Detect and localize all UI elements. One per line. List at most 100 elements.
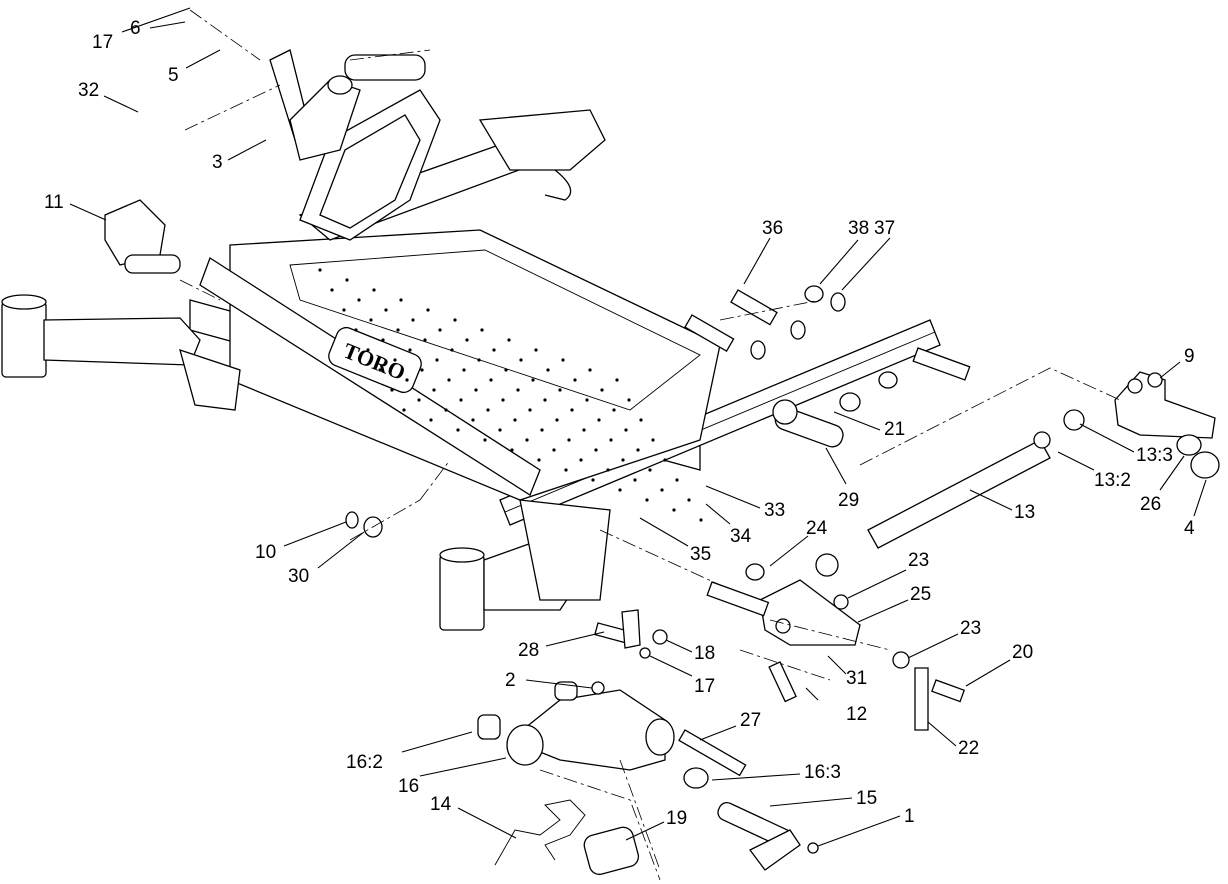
deck-hole <box>477 358 481 362</box>
deck-hole <box>519 358 523 362</box>
deck-hole <box>528 408 532 412</box>
callout-1: 1 <box>817 806 915 847</box>
deck-hole <box>660 488 664 492</box>
svg-text:36: 36 <box>762 218 783 239</box>
deck-hole <box>345 278 349 282</box>
deck-hole <box>444 408 448 412</box>
deck-hole <box>411 318 415 322</box>
spring-14 <box>494 799 640 876</box>
svg-text:14: 14 <box>430 794 452 815</box>
svg-text:30: 30 <box>288 566 309 587</box>
svg-text:35: 35 <box>690 544 711 565</box>
svg-text:34: 34 <box>730 526 752 547</box>
callout-labels: 17 6 5 32 3 11 36 38 37 9 21 13:3 13:2 2… <box>44 7 1207 847</box>
deck-hole <box>423 338 427 342</box>
svg-text:16:2: 16:2 <box>346 752 383 773</box>
deck-hole <box>420 368 424 372</box>
deck-hole <box>648 468 652 472</box>
svg-text:38: 38 <box>848 218 869 239</box>
callout-4: 4 <box>1184 479 1207 539</box>
deck-hole <box>501 398 505 402</box>
callout-13-2: 13:2 <box>1057 451 1131 491</box>
callout-5: 5 <box>168 49 221 86</box>
link-25-assembly <box>706 553 966 731</box>
deck-hole <box>618 488 622 492</box>
deck-hole <box>627 398 631 402</box>
deck-hole <box>489 378 493 382</box>
deck-hole <box>540 428 544 432</box>
deck-hole <box>390 388 394 392</box>
callout-18: 18 <box>665 639 715 664</box>
deck-hole <box>639 418 643 422</box>
deck-hole <box>636 448 640 452</box>
svg-text:32: 32 <box>78 80 99 101</box>
svg-text:1: 1 <box>904 806 915 827</box>
pin-15 <box>717 801 819 871</box>
deck-hole <box>405 378 409 382</box>
deck-hole <box>534 348 538 352</box>
deck-hole <box>417 398 421 402</box>
main-frame: TORO <box>1 109 941 631</box>
callout-14: 14 <box>430 794 517 839</box>
deck-hole <box>675 478 679 482</box>
pin-28-18 <box>594 609 668 659</box>
deck-hole <box>513 418 517 422</box>
svg-text:23: 23 <box>960 618 981 639</box>
deck-hole <box>609 438 613 442</box>
deck-hole <box>588 368 592 372</box>
deck-hole <box>357 298 361 302</box>
callout-38: 38 <box>819 218 869 285</box>
callout-3: 3 <box>212 139 267 173</box>
deck-hole <box>516 388 520 392</box>
callout-13-3: 13:3 <box>1079 423 1173 466</box>
deck-hole <box>432 388 436 392</box>
callout-29: 29 <box>825 447 859 511</box>
deck-hole <box>378 368 382 372</box>
callout-26: 26 <box>1140 455 1185 515</box>
deck-hole <box>561 358 565 362</box>
deck-hole <box>621 458 625 462</box>
callout-33: 33 <box>705 485 785 521</box>
callout-9: 9 <box>1159 346 1195 379</box>
deck-hole <box>486 408 490 412</box>
callout-24: 24 <box>769 518 828 567</box>
svg-text:21: 21 <box>884 419 905 440</box>
callout-25: 25 <box>857 584 931 623</box>
svg-text:10: 10 <box>255 542 276 563</box>
deck-hole <box>480 328 484 332</box>
svg-text:2: 2 <box>505 670 516 691</box>
callout-16-3: 16:3 <box>711 762 841 783</box>
deck-hole <box>687 498 691 502</box>
svg-text:28: 28 <box>518 640 539 661</box>
deck-hole <box>645 498 649 502</box>
deck-hole <box>591 478 595 482</box>
callout-31: 31 <box>827 655 867 689</box>
deck-hole <box>525 438 529 442</box>
callout-23a: 23 <box>847 550 929 599</box>
svg-text:16: 16 <box>398 776 419 797</box>
callout-22: 22 <box>927 721 979 759</box>
deck-hole <box>465 338 469 342</box>
deck-hole <box>585 398 589 402</box>
svg-text:17: 17 <box>92 32 113 53</box>
svg-text:27: 27 <box>740 710 761 731</box>
svg-text:6: 6 <box>130 18 141 39</box>
linkage-rod-13 <box>867 409 1085 549</box>
callout-13: 13 <box>969 489 1035 523</box>
svg-text:4: 4 <box>1184 518 1195 539</box>
deck-hole <box>543 398 547 402</box>
bolts-36-38-37 <box>684 285 971 412</box>
deck-hole <box>672 508 676 512</box>
svg-text:3: 3 <box>212 152 223 173</box>
deck-hole <box>483 438 487 442</box>
deck-hole <box>342 308 346 312</box>
deck-hole <box>582 428 586 432</box>
svg-text:18: 18 <box>694 643 715 664</box>
deck-hole <box>558 388 562 392</box>
svg-text:37: 37 <box>874 218 895 239</box>
deck-hole <box>372 288 376 292</box>
deck-hole <box>624 428 628 432</box>
svg-text:26: 26 <box>1140 494 1161 515</box>
svg-text:33: 33 <box>764 500 785 521</box>
